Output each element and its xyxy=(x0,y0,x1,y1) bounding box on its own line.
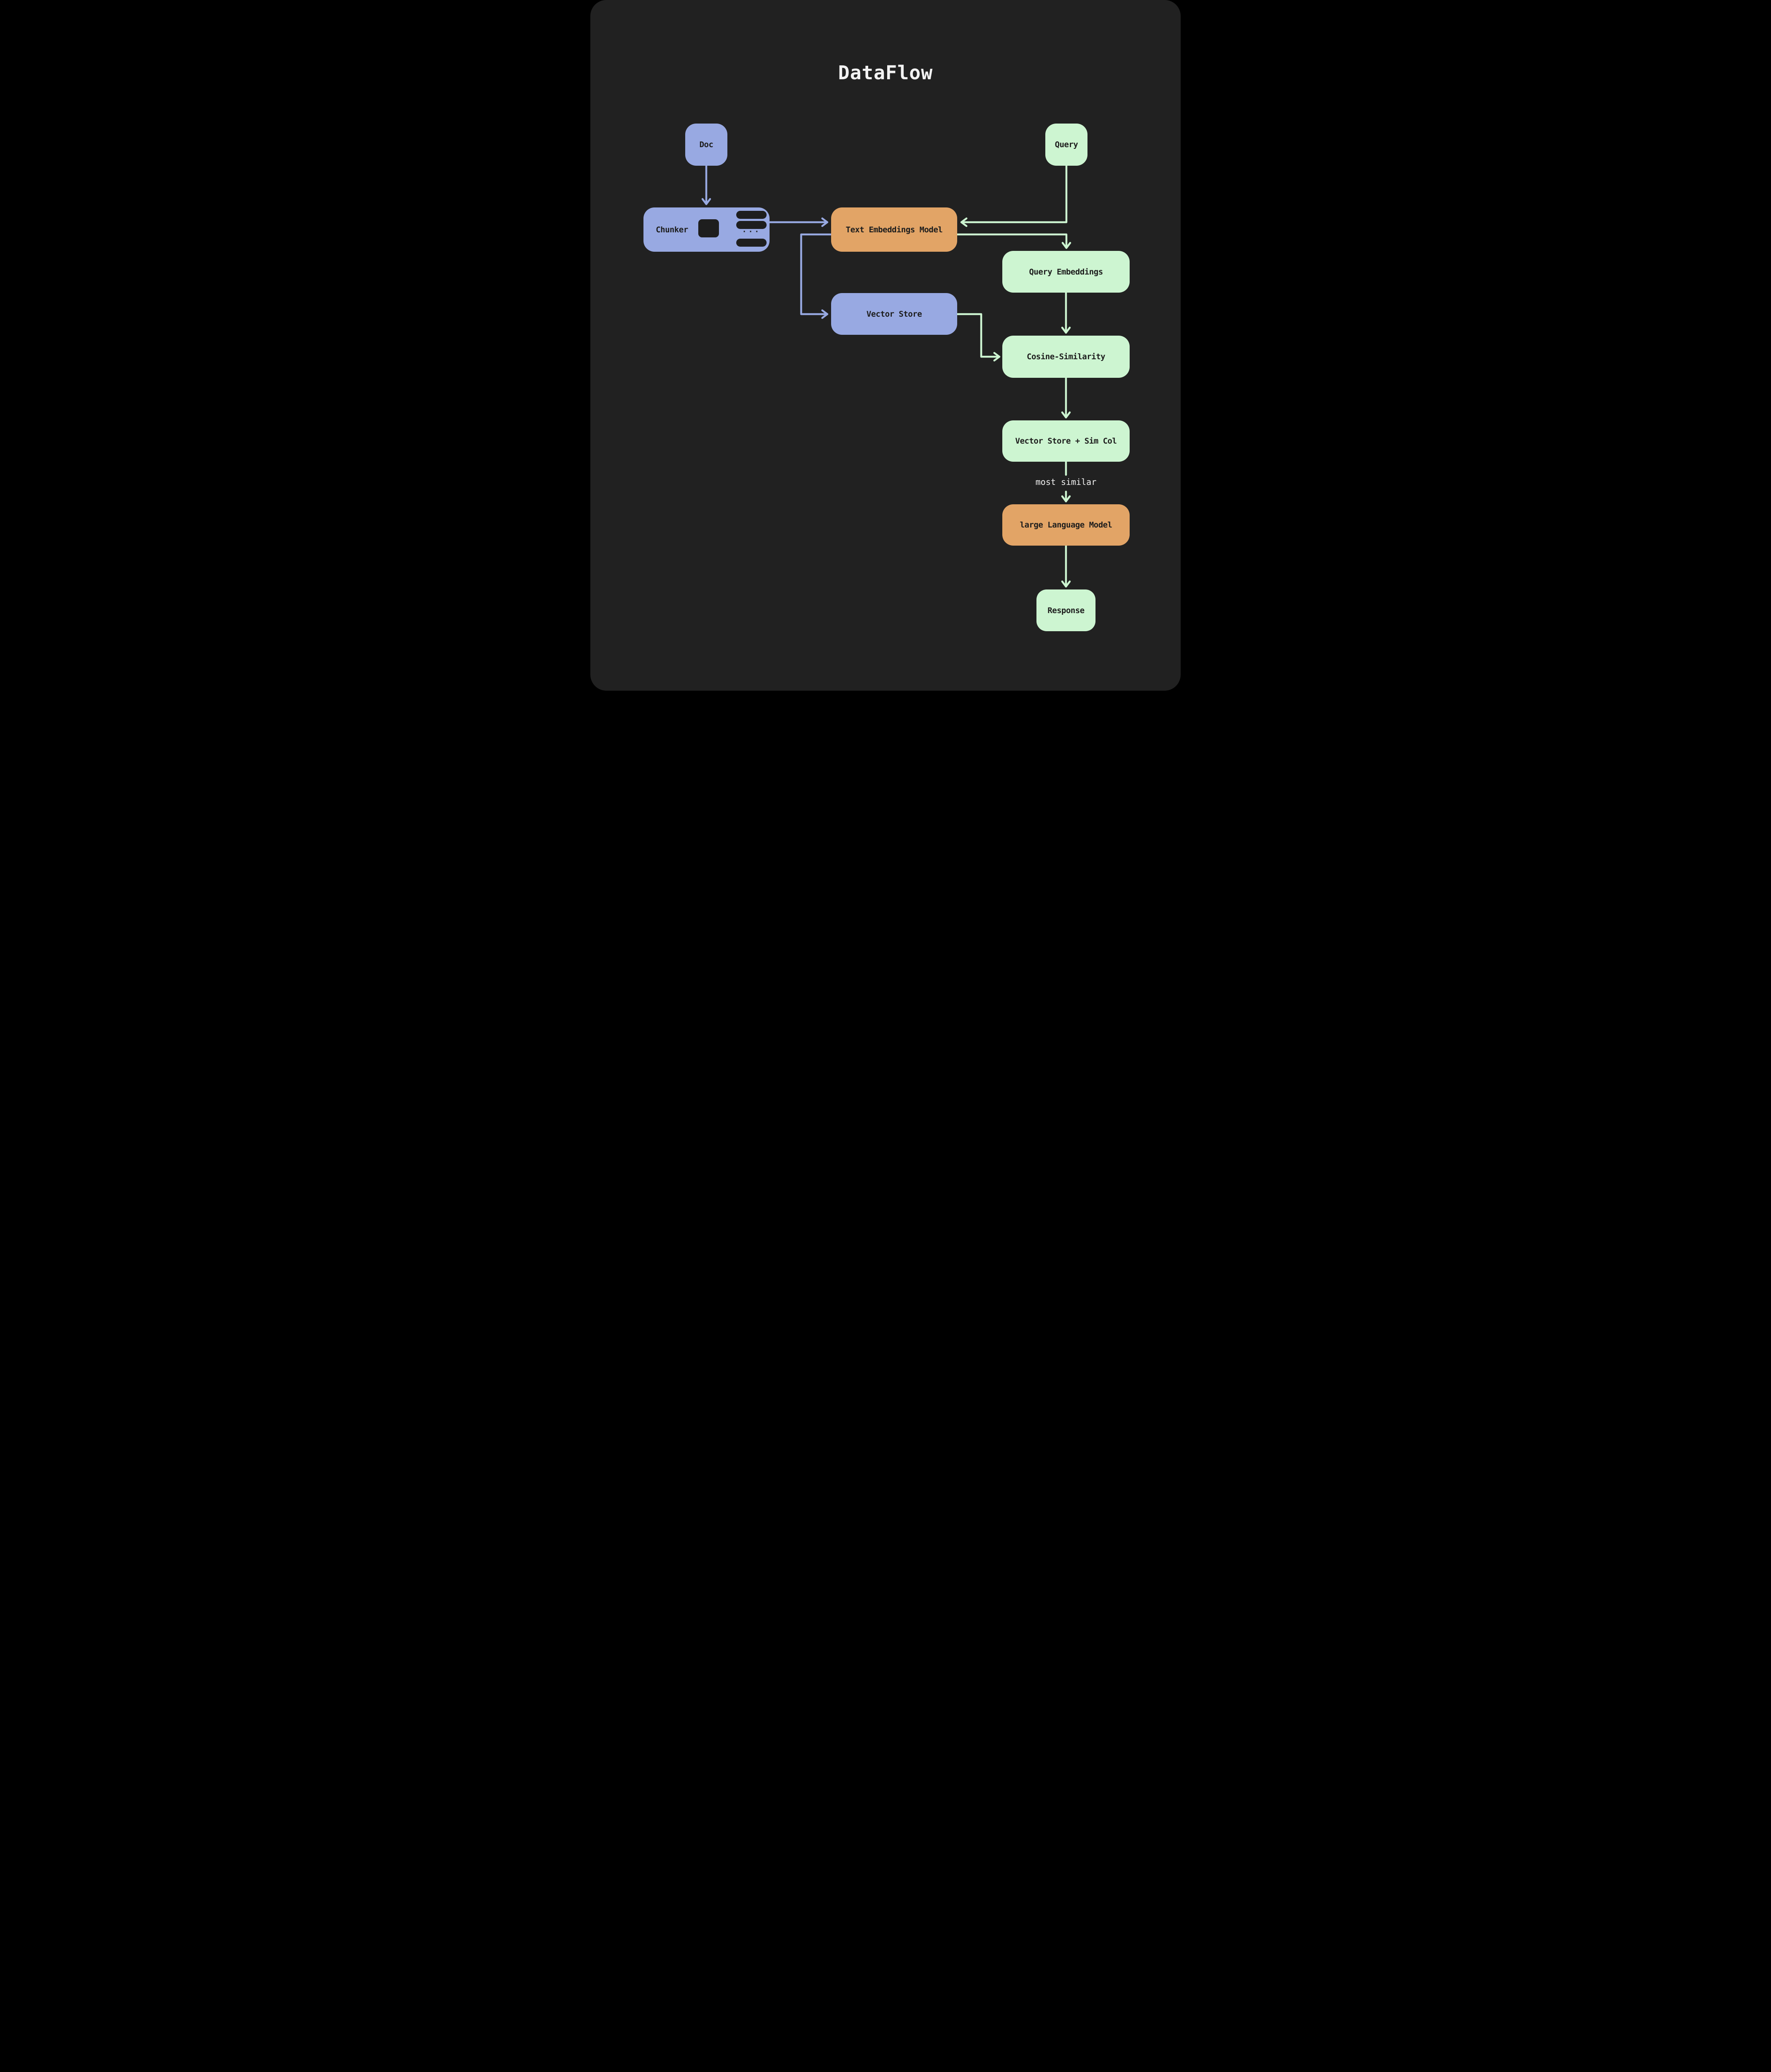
node-doc: Doc xyxy=(685,124,727,166)
ellipsis-dots: ··· xyxy=(742,227,761,236)
chunk-pill-icon xyxy=(736,211,767,219)
chunk-pill-icon xyxy=(736,239,767,247)
node-vector-store-sim-col-label: Vector Store + Sim Col xyxy=(1015,436,1117,446)
node-query-label: Query xyxy=(1055,140,1078,149)
node-vector-store: Vector Store xyxy=(831,293,957,335)
node-chunker: Chunker ··· xyxy=(643,207,770,252)
node-vector-store-label: Vector Store xyxy=(866,309,922,319)
node-doc-label: Doc xyxy=(699,140,713,149)
node-cosine-similarity-label: Cosine-Similarity xyxy=(1027,352,1105,361)
node-large-language-model-label: large Language Model xyxy=(1020,520,1112,530)
edge-label-most-similar: most similar xyxy=(1031,477,1101,487)
node-response: Response xyxy=(1036,589,1095,631)
node-cosine-similarity: Cosine-Similarity xyxy=(1002,336,1130,378)
document-icon xyxy=(698,219,719,237)
node-response-label: Response xyxy=(1047,605,1085,615)
diagram-title: DataFlow xyxy=(838,62,933,84)
node-vector-store-sim-col: Vector Store + Sim Col xyxy=(1002,420,1130,462)
node-query-embeddings: Query Embeddings xyxy=(1002,251,1130,293)
node-query-embeddings-label: Query Embeddings xyxy=(1029,267,1103,277)
chunk-pill-icon xyxy=(736,221,767,229)
node-text-embeddings-model: Text Embeddings Model xyxy=(831,207,957,252)
node-chunker-label: Chunker xyxy=(656,225,688,234)
node-query: Query xyxy=(1045,124,1087,166)
dataflow-diagram: DataFlow Doc xyxy=(590,0,1181,691)
node-text-embeddings-model-label: Text Embeddings Model xyxy=(845,225,943,234)
node-large-language-model: large Language Model xyxy=(1002,504,1130,546)
